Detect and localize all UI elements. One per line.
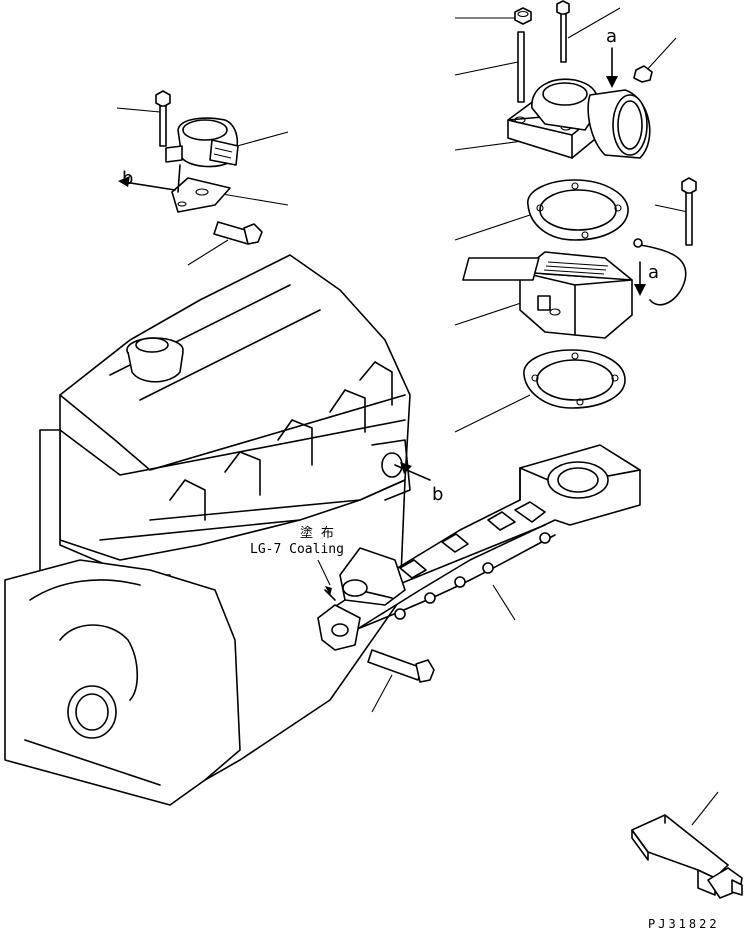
- engine-block: [4, 254, 431, 806]
- coating-note-jp: 塗 布: [300, 525, 334, 541]
- callout-b-upper: b: [122, 168, 133, 189]
- tool-assembly: [631, 814, 743, 899]
- bolt-and-wire: [633, 177, 697, 306]
- thermostat-housing: [507, 0, 653, 159]
- coating-note: LG-7 Coaling: [250, 542, 344, 557]
- thermostat-case: [462, 251, 633, 339]
- gasket-upper: [527, 179, 629, 241]
- callout-a-upper: a: [606, 26, 617, 47]
- water-manifold: [317, 444, 641, 683]
- callout-a-lower: a: [648, 262, 659, 283]
- relay-and-bracket: [118, 90, 263, 245]
- leader-lines: [116, 7, 719, 826]
- drawing-number: PJ31822: [648, 917, 720, 931]
- gasket-lower: [523, 349, 626, 409]
- callout-b-lower: b: [432, 484, 443, 505]
